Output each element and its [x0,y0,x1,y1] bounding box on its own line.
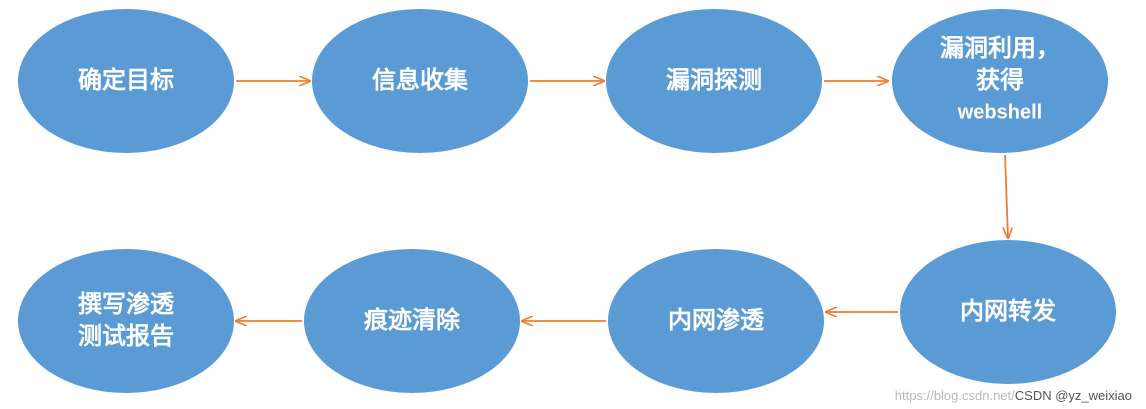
nodes-layer: 确定目标 信息收集 漏洞探测 漏洞利用， 获得 webshell 内网转发 内网渗透 痕迹清除 撰… [18,9,1116,393]
watermark-csdn: CSDN @yz_weixiao [1014,388,1132,403]
node-n3: 漏洞探测 [606,9,822,153]
node-label: 漏洞探测 [666,66,762,94]
node-ellipse [18,249,234,393]
node-n1: 确定目标 [18,9,234,153]
node-n5: 内网转发 [900,240,1116,384]
node-label: 撰写渗透 [78,290,175,318]
node-n7: 痕迹清除 [304,249,520,393]
node-ellipse [304,249,520,393]
node-label: 内网转发 [960,297,1056,325]
node-n2: 信息收集 [312,9,528,153]
node-label: 测试报告 [78,322,174,350]
edges-layer [236,81,1008,321]
node-ellipse [18,9,234,153]
node-label: 内网渗透 [668,306,765,334]
node-ellipse [606,9,822,153]
node-label: webshell [957,101,1042,123]
node-label: 获得 [976,66,1024,94]
node-label: 信息收集 [372,66,469,94]
node-ellipse [892,9,1108,153]
node-ellipse [312,9,528,153]
node-ellipse [900,240,1116,384]
node-label: 确定目标 [78,66,174,94]
node-label: 痕迹清除 [364,306,461,334]
arrow-n4-to-n5 [1005,154,1008,238]
watermark: https://blog.csdn.net/CSDN @yz_weixiao [895,388,1132,403]
watermark-url: https://blog.csdn.net/ [894,388,1015,403]
node-n4: 漏洞利用， 获得 webshell [892,9,1108,153]
node-n6: 内网渗透 [608,249,824,393]
node-label: 漏洞利用， [940,34,1060,62]
node-ellipse [608,249,824,393]
